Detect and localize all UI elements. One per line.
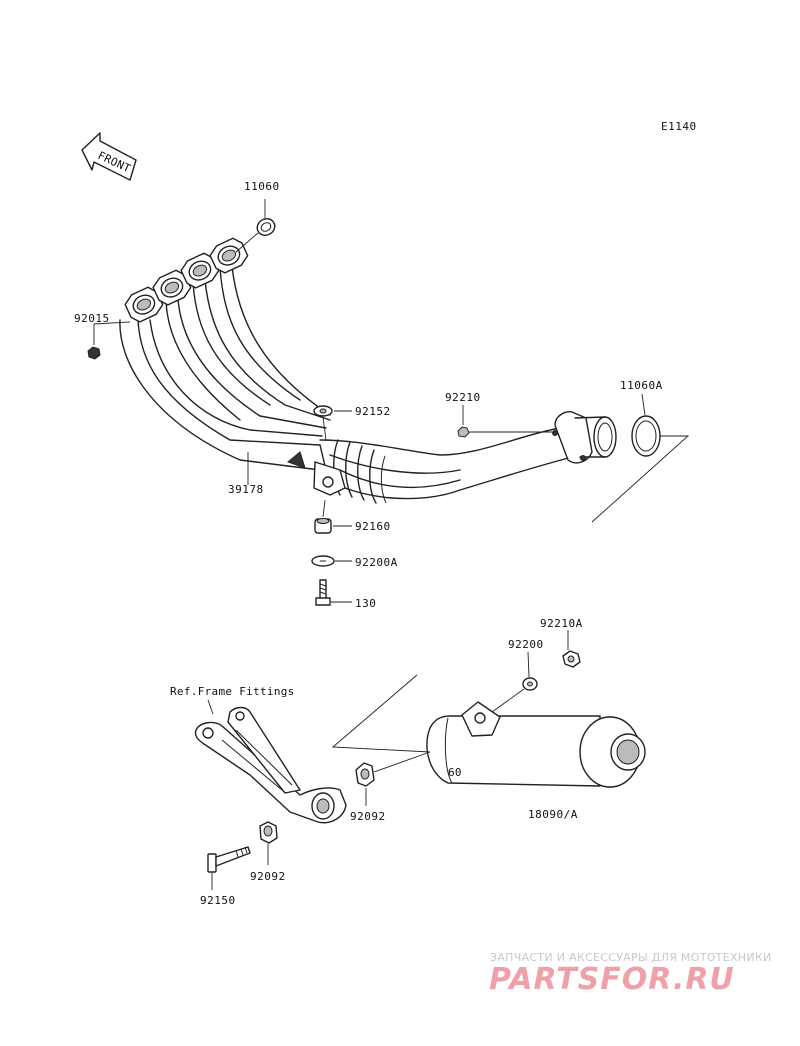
muffler-18090A: 60 bbox=[331, 674, 646, 788]
frame-fittings-bracket bbox=[194, 699, 347, 824]
callout-92092-left: 92092 bbox=[250, 870, 286, 883]
callout-39178: 39178 bbox=[228, 483, 264, 496]
callout-92210A: 92210A bbox=[540, 617, 583, 630]
washer-92200A bbox=[311, 555, 352, 567]
nut-92015 bbox=[87, 321, 131, 360]
collar-92092-left bbox=[259, 821, 278, 865]
bolt-130 bbox=[315, 579, 352, 606]
exhaust-port-flanges bbox=[124, 237, 249, 323]
gasket-11060A bbox=[591, 393, 690, 523]
watermark-tagline: ЗАПЧАСТИ И АКСЕССУАРЫ ДЛЯ МОТОТЕХНИКИ bbox=[490, 951, 772, 964]
muffler-engraving-icon: 60 bbox=[448, 766, 462, 779]
gasket-11060 bbox=[235, 199, 276, 253]
watermark-brand: PARTSFOR.RU bbox=[489, 962, 735, 997]
callout-92150: 92150 bbox=[200, 894, 236, 907]
diagram-code: E1140 bbox=[661, 120, 697, 133]
exhaust-header-pipe bbox=[119, 265, 617, 504]
nut-92210 bbox=[457, 405, 552, 438]
callout-92160: 92160 bbox=[355, 520, 391, 533]
front-arrow-icon: FRONT bbox=[81, 132, 137, 181]
callout-92200A: 92200A bbox=[355, 556, 398, 569]
callout-92015: 92015 bbox=[74, 312, 110, 325]
ref-frame-fittings-note: Ref.Frame Fittings bbox=[170, 685, 295, 698]
callout-130: 130 bbox=[355, 597, 376, 610]
washer-92152 bbox=[313, 405, 352, 441]
callout-92200: 92200 bbox=[508, 638, 544, 651]
collar-92092-right bbox=[355, 762, 375, 806]
bolt-92150 bbox=[207, 846, 251, 890]
callout-92152: 92152 bbox=[355, 405, 391, 418]
callout-11060: 11060 bbox=[244, 180, 280, 193]
callout-92092-right: 92092 bbox=[350, 810, 386, 823]
callout-18090A: 18090/A bbox=[528, 808, 578, 821]
damper-92160 bbox=[314, 499, 352, 534]
callout-92210: 92210 bbox=[445, 391, 481, 404]
washer-92200 bbox=[491, 651, 538, 713]
nut-92210A bbox=[562, 630, 581, 668]
callout-11060A: 11060A bbox=[620, 379, 663, 392]
